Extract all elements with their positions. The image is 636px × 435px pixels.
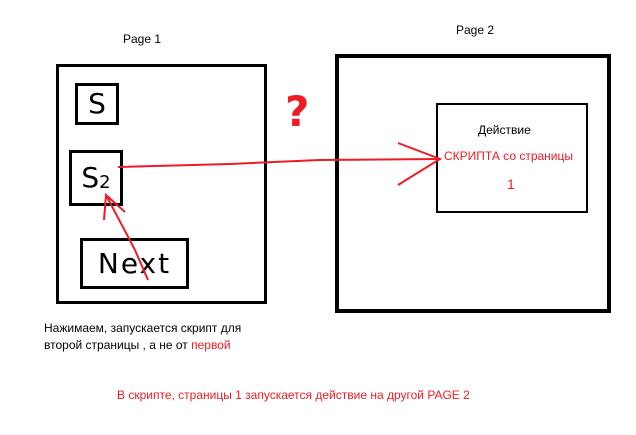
caption-line2: второй страницы , а не от первой: [44, 338, 231, 352]
footer-note: В скрипте, страницы 1 запускается действ…: [117, 388, 470, 402]
question-mark: ?: [285, 87, 310, 136]
s2-button-subscript: 2: [99, 172, 111, 193]
action-line2: СКРИПТА со страницы: [444, 149, 573, 163]
action-line1: Действие: [478, 123, 531, 137]
action-line3: 1: [507, 176, 515, 192]
arrow-next-to-s2: [105, 194, 149, 281]
next-button-label: Next: [97, 246, 172, 280]
s-button[interactable]: S: [75, 83, 119, 125]
arrow-to-page2: [117, 158, 441, 168]
caption-line1: Нажимаем, запускается скрипт для: [44, 321, 242, 335]
arrow-next-to-s2-head: [103, 192, 126, 221]
page1-title: Page 1: [123, 32, 162, 46]
s2-button-label: S: [81, 161, 100, 194]
page2-title: Page 2: [456, 23, 495, 37]
caption-line2-b: первой: [191, 338, 231, 352]
s2-button[interactable]: S 2: [69, 150, 123, 206]
caption-line2-a: второй страницы , а не от: [44, 338, 192, 352]
next-button[interactable]: Next: [80, 238, 189, 289]
action-box: [436, 103, 588, 213]
s-button-label: S: [88, 87, 106, 120]
arrow-to-page2-head: [397, 142, 443, 186]
